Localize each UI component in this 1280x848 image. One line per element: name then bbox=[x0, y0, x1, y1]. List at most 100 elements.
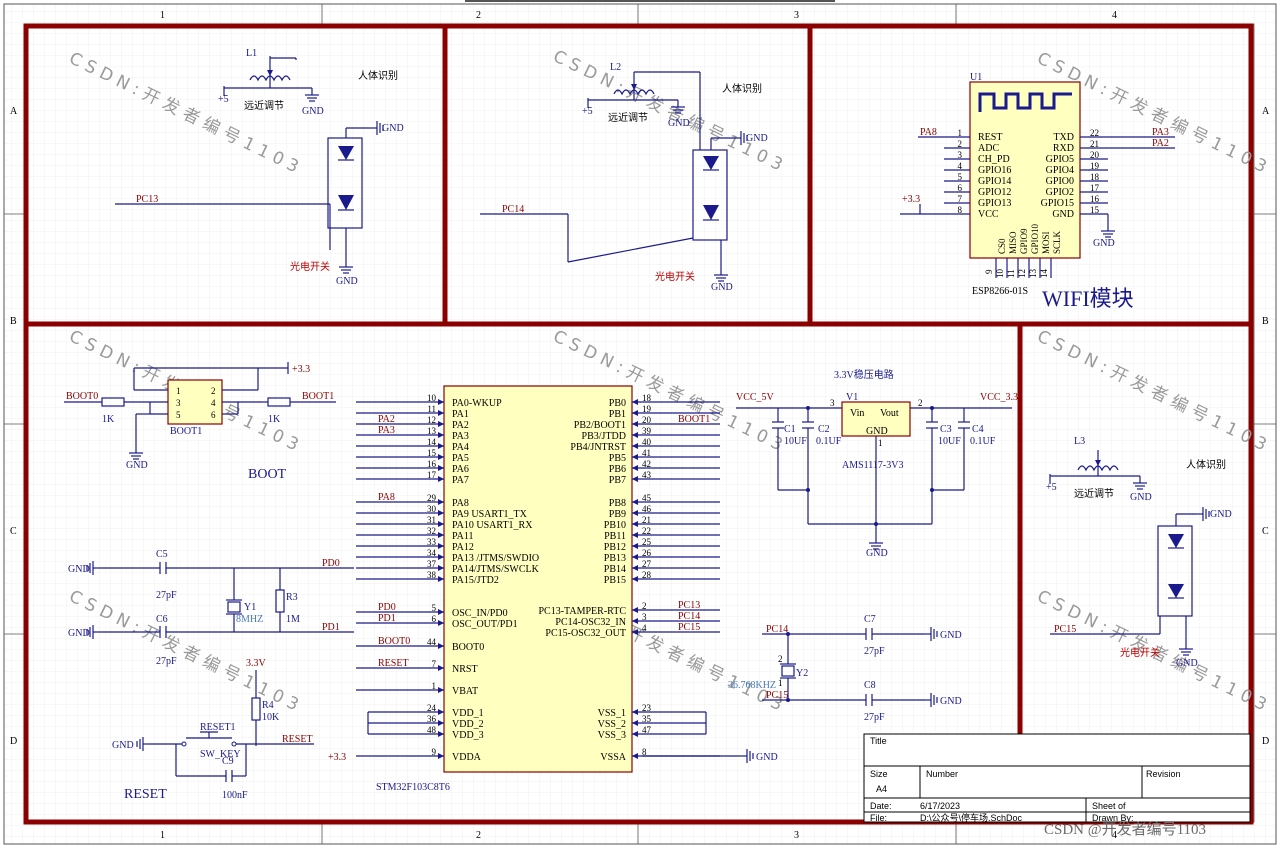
sensor-2-circuit: L2 +5 GND 远近调节 人体识别 GND GND PC14 光电开关 bbox=[480, 62, 768, 293]
pin-text: GPIO15 bbox=[1041, 198, 1074, 209]
pin-text: PA7 bbox=[452, 475, 469, 486]
pin-arrow bbox=[632, 629, 638, 635]
pin-arrow bbox=[438, 687, 444, 693]
svg-text:GND: GND bbox=[126, 460, 148, 471]
svg-text:C5: C5 bbox=[156, 549, 168, 560]
svg-text:+5: +5 bbox=[1046, 482, 1057, 493]
pin-text: VSS_1 bbox=[598, 708, 626, 719]
pin-text: 19 bbox=[1090, 161, 1100, 171]
pin-arrow bbox=[632, 731, 638, 737]
pin-text: OSC_OUT/PD1 bbox=[452, 619, 518, 630]
pin-text: 11 bbox=[427, 404, 436, 414]
svg-text:3: 3 bbox=[830, 398, 835, 408]
pin-text: 3 bbox=[958, 150, 963, 160]
svg-text:GND: GND bbox=[1176, 658, 1198, 669]
svg-text:1: 1 bbox=[778, 678, 783, 688]
pin-text: PA8 bbox=[378, 492, 395, 503]
pin-arrow bbox=[632, 565, 638, 571]
svg-text:Title: Title bbox=[870, 736, 887, 746]
pin-arrow bbox=[632, 499, 638, 505]
pin-text: VDD_3 bbox=[452, 730, 484, 741]
svg-text:C7: C7 bbox=[864, 614, 876, 625]
pin-arrow bbox=[438, 399, 444, 405]
pin-text: 32 bbox=[427, 526, 436, 536]
svg-text:Number: Number bbox=[926, 769, 958, 779]
pin-text: PC15 bbox=[678, 622, 700, 633]
pin-text: 22 bbox=[1090, 128, 1099, 138]
svg-text:人体识别: 人体识别 bbox=[1186, 459, 1226, 471]
pin-text: 2 bbox=[642, 601, 647, 611]
pin-text: PB0 bbox=[609, 398, 626, 409]
svg-text:100nF: 100nF bbox=[222, 790, 248, 801]
svg-text:GND: GND bbox=[668, 118, 690, 129]
svg-text:PD0: PD0 bbox=[322, 558, 340, 569]
pin-arrow bbox=[438, 665, 444, 671]
svg-text:WIFI模块: WIFI模块 bbox=[1042, 286, 1134, 311]
svg-text:远近调节: 远近调节 bbox=[1074, 487, 1114, 500]
pin-text: 6 bbox=[958, 183, 963, 193]
pin-text: PB14 bbox=[604, 564, 626, 575]
pin-arrow bbox=[632, 576, 638, 582]
pin-text: PC13 bbox=[678, 600, 700, 611]
svg-text:3: 3 bbox=[794, 830, 799, 841]
svg-text:Vin: Vin bbox=[850, 408, 864, 419]
svg-text:27pF: 27pF bbox=[864, 646, 885, 657]
pin-text: PA2 bbox=[378, 414, 395, 425]
pin-text: PA11 bbox=[452, 531, 474, 542]
svg-text:C3: C3 bbox=[940, 424, 952, 435]
svg-text:BOOT: BOOT bbox=[248, 467, 287, 482]
pin-text: 37 bbox=[427, 559, 437, 569]
pin-text: 5 bbox=[432, 603, 437, 613]
svg-text:GND: GND bbox=[382, 123, 404, 134]
pin-text: GPIO4 bbox=[1046, 165, 1074, 176]
pin-arrow bbox=[632, 476, 638, 482]
ams1117-body bbox=[841, 401, 911, 437]
svg-text:27pF: 27pF bbox=[156, 656, 177, 667]
pin-text: CH_PD bbox=[978, 154, 1010, 165]
pin-text: 46 bbox=[642, 504, 652, 514]
svg-text:SCLK: SCLK bbox=[1052, 230, 1062, 254]
svg-text:2: 2 bbox=[211, 386, 216, 396]
pin-text: RXD bbox=[1053, 143, 1074, 154]
sensor-3-circuit: L3 +5 GND 远近调节 人体识别 GND GND PC15 光电开关 bbox=[1046, 436, 1232, 669]
svg-text:3.3V: 3.3V bbox=[246, 658, 267, 669]
pin-text: GPIO13 bbox=[978, 198, 1011, 209]
svg-text:2: 2 bbox=[476, 830, 481, 841]
pin-arrow bbox=[438, 454, 444, 460]
pin-arrow bbox=[438, 421, 444, 427]
pin-text: PB10 bbox=[604, 520, 626, 531]
svg-text:6: 6 bbox=[211, 410, 216, 420]
pin-text: PB15 bbox=[604, 575, 626, 586]
pin-text: 38 bbox=[427, 570, 437, 580]
pin-text: 20 bbox=[1090, 150, 1100, 160]
pin-text: PA5 bbox=[452, 453, 469, 464]
pin-text: TXD bbox=[1053, 132, 1074, 143]
svg-text:4: 4 bbox=[211, 398, 216, 408]
svg-text:光电开关: 光电开关 bbox=[1120, 646, 1160, 659]
pin-arrow bbox=[438, 576, 444, 582]
pin-arrow bbox=[438, 720, 444, 726]
pin-text: 20 bbox=[642, 415, 652, 425]
pin-text: PB13 bbox=[604, 553, 626, 564]
svg-text:10K: 10K bbox=[262, 712, 280, 723]
pin-text: GPIO16 bbox=[978, 165, 1011, 176]
svg-text:10UF: 10UF bbox=[784, 436, 807, 447]
svg-text:GND: GND bbox=[940, 696, 962, 707]
svg-text:VCC_5V: VCC_5V bbox=[736, 392, 775, 403]
pin-text: 25 bbox=[642, 537, 652, 547]
pin-arrow bbox=[438, 499, 444, 505]
svg-text:GPIO9: GPIO9 bbox=[1019, 228, 1029, 254]
pin-text: 43 bbox=[642, 470, 652, 480]
svg-text:1: 1 bbox=[160, 830, 165, 841]
pin-text: 23 bbox=[642, 703, 652, 713]
svg-text:14: 14 bbox=[1039, 269, 1049, 279]
svg-text:STM32F103C8T6: STM32F103C8T6 bbox=[376, 782, 450, 793]
svg-text:人体识别: 人体识别 bbox=[358, 70, 398, 82]
pin-arrow bbox=[632, 510, 638, 516]
section-frames bbox=[23, 23, 1254, 825]
svg-text:C: C bbox=[1262, 526, 1269, 537]
svg-text:Vout: Vout bbox=[880, 408, 899, 419]
csdn-corner-watermark: CSDN @开发者编号1103 bbox=[1044, 821, 1206, 838]
pin-text: PC13-TAMPER-RTC bbox=[539, 606, 627, 617]
